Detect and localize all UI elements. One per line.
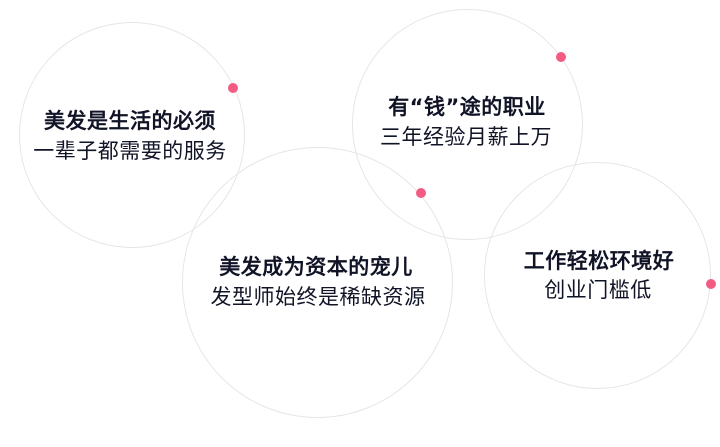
circle-money xyxy=(352,9,583,240)
circle-easy-title: 工作轻松环境好 xyxy=(523,249,675,273)
circle-capital-subtitle: 发型师始终是稀缺资源 xyxy=(210,285,426,309)
accent-dot-money xyxy=(556,52,566,62)
circle-capital-title: 美发成为资本的宠儿 xyxy=(219,255,413,279)
accent-dot-easy xyxy=(706,279,716,289)
accent-dot-essential xyxy=(228,83,238,93)
circle-essential xyxy=(19,22,245,248)
circle-easy xyxy=(484,162,711,389)
circle-essential-title: 美发是生活的必须 xyxy=(44,109,216,133)
circle-money-title: 有“钱”途的职业 xyxy=(388,95,546,119)
circle-money-subtitle: 三年经验月薪上万 xyxy=(380,125,552,149)
circle-capital xyxy=(182,147,453,418)
circle-essential-subtitle: 一辈子都需要的服务 xyxy=(33,139,227,163)
circle-easy-subtitle: 创业门槛低 xyxy=(544,278,652,302)
accent-dot-capital xyxy=(416,188,426,198)
